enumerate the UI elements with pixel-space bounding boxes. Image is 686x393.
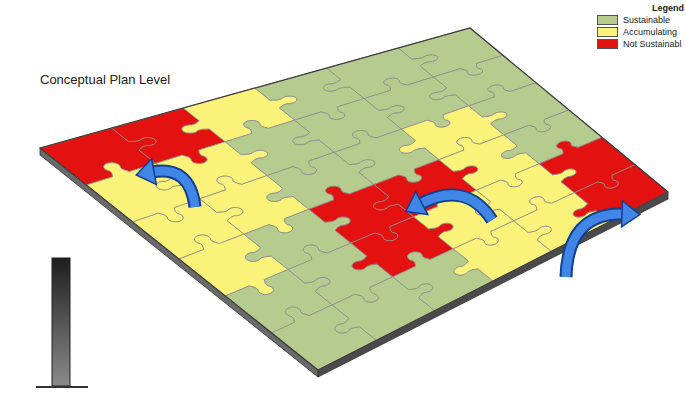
arrow-head bbox=[136, 159, 156, 185]
arrow-shaft-outline bbox=[420, 195, 492, 220]
arrow-shaft bbox=[152, 171, 195, 207]
level-bar bbox=[52, 258, 70, 386]
arrow-shaft bbox=[566, 214, 624, 277]
arrow-head bbox=[406, 192, 428, 215]
legend-swatch bbox=[597, 27, 618, 37]
legend-heading: Legend bbox=[652, 3, 684, 13]
legend-text: Sustainable bbox=[623, 15, 670, 25]
arrow-shaft-outline bbox=[566, 214, 624, 277]
legend-entry: Not Sustainabl bbox=[597, 39, 682, 49]
legend-swatch bbox=[597, 15, 618, 25]
board-outline bbox=[40, 28, 668, 370]
legend-swatch bbox=[597, 39, 618, 49]
legend-entry: Accumulating bbox=[597, 27, 677, 37]
legend-text: Accumulating bbox=[623, 27, 677, 37]
level-bar-base bbox=[36, 386, 88, 388]
diagram-title: Conceptual Plan Level bbox=[40, 72, 170, 87]
arrow-head bbox=[622, 201, 640, 227]
legend-text: Not Sustainabl bbox=[623, 39, 682, 49]
arrow-shaft bbox=[420, 195, 492, 220]
arrow-shaft-outline bbox=[152, 171, 195, 207]
legend-entry: Sustainable bbox=[597, 15, 670, 25]
